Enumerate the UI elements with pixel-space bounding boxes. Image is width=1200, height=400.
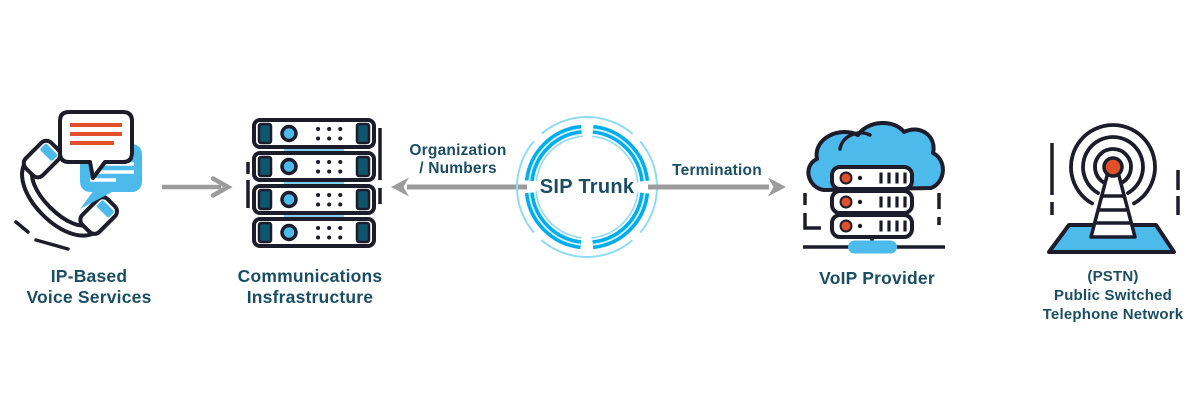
server-row xyxy=(830,165,914,191)
phone-handset xyxy=(20,138,119,238)
signal-waves xyxy=(1069,123,1157,206)
cloud-servers-icon xyxy=(803,121,945,254)
flow-arrow-termination xyxy=(648,177,786,197)
flow-arrow-organization xyxy=(391,177,527,197)
server-row xyxy=(252,184,376,215)
label-ip-voice: IP-Based Voice Services xyxy=(26,266,152,308)
radio-tower-icon xyxy=(1047,123,1180,254)
server-row xyxy=(830,189,914,215)
label-termination: Termination xyxy=(672,162,762,179)
label-pstn: (PSTN) Public Switched Telephone Network xyxy=(1042,268,1184,323)
phone-chat-icon xyxy=(14,110,142,251)
label-organization-numbers: Organization / Numbers xyxy=(409,142,507,178)
label-voip-provider: VoIP Provider xyxy=(819,268,935,288)
server-row xyxy=(830,213,914,239)
chat-bubble-white xyxy=(58,110,134,180)
flow-arrow-ingress xyxy=(162,176,233,198)
tower-mast xyxy=(1089,172,1137,239)
sip-trunk-ring xyxy=(516,116,658,258)
label-sip-trunk: SIP Trunk xyxy=(539,176,635,198)
server-row xyxy=(252,217,376,248)
server-row xyxy=(252,151,376,182)
server-row xyxy=(252,118,376,149)
antenna-dot xyxy=(1102,156,1124,178)
label-comms-infrastructure: Communications Insfrastructure xyxy=(237,266,383,308)
server-rack-icon xyxy=(246,118,382,248)
